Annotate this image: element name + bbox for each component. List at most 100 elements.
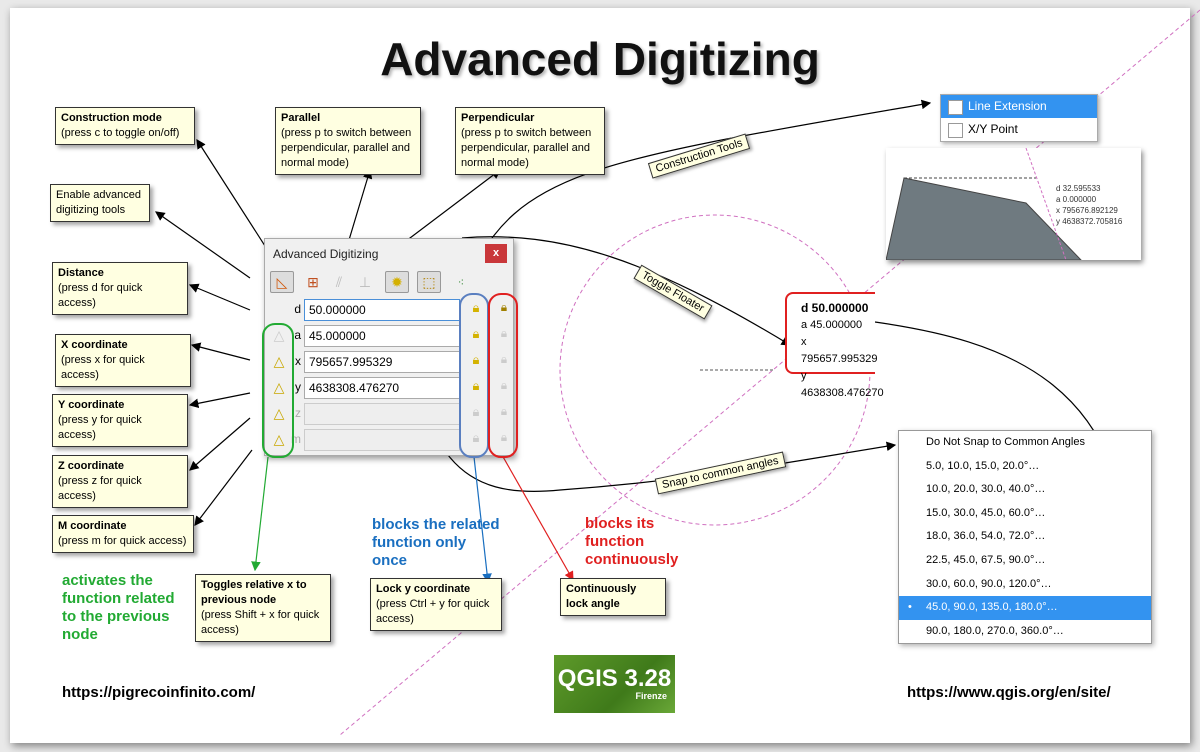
note-z-coordinate: Z coordinate (press z for quick access) [52, 455, 188, 508]
lock-icon[interactable]: 🔒︎ [472, 378, 480, 393]
coordinate-row-z: △ z 🔒︎ 🔒︎ [269, 403, 509, 425]
link-pigrecoinfinito[interactable]: https://pigrecoinfinito.com/ [62, 684, 256, 701]
snap-option[interactable]: 30.0, 60.0, 90.0, 120.0°… [926, 577, 1052, 590]
note-title: Toggles relative x to previous node [201, 579, 307, 606]
guide-line [339, 9, 1200, 736]
note-perpendicular: Perpendicular (press p to switch between … [455, 107, 605, 175]
snap-option[interactable]: 90.0, 180.0, 270.0, 360.0°… [926, 624, 1064, 637]
continuous-lock-icon[interactable]: 🔒︎ [500, 378, 508, 392]
perpendicular-icon[interactable]: ⊥ [358, 273, 372, 290]
preview-y: y 4638372.705816 [1056, 217, 1123, 226]
y-input[interactable]: 4638308.476270 [304, 377, 460, 399]
snap-option[interactable]: 45.0, 90.0, 135.0, 180.0°… [899, 596, 1151, 620]
snap-option[interactable]: 15.0, 30.0, 45.0, 60.0°… [926, 506, 1046, 519]
note-distance: Distance(press d for quick access) [52, 262, 188, 315]
callout-blue: blocks the related function only once [372, 516, 500, 569]
note-body: (press y for quick access) [58, 414, 142, 441]
field-label: z [295, 406, 301, 420]
logo-sub: Firenze [635, 691, 667, 701]
relative-toggle-icon[interactable]: △ [273, 379, 285, 395]
preview-angle: a 0.000000 [1056, 195, 1097, 204]
note-body: (press p to switch between perpendicular… [281, 127, 412, 169]
relative-toggle-icon[interactable]: △ [273, 327, 285, 343]
field-label: d [294, 302, 301, 316]
note-body: (press p to switch between perpendicular… [461, 127, 592, 169]
preview-x: x 795676.892129 [1056, 206, 1118, 215]
close-button[interactable]: x [485, 244, 507, 263]
snap-option[interactable]: 10.0, 20.0, 30.0, 40.0°… [926, 483, 1046, 496]
note-title: Construction mode [61, 112, 162, 124]
continuous-lock-icon[interactable]: 🔒︎ [500, 326, 508, 340]
link-qgis[interactable]: https://www.qgis.org/en/site/ [907, 684, 1111, 701]
lock-outline [459, 293, 489, 458]
d-input[interactable]: 50.000000 [304, 299, 460, 321]
continuous-lock-icon[interactable]: 🔒︎ [500, 404, 508, 418]
lock-icon[interactable]: 🔒︎ [472, 326, 480, 341]
note-title: Lock y coordinate [376, 583, 471, 595]
menu-item-line-extension[interactable]: Line Extension [941, 95, 1097, 118]
floater-x: x 795657.995329 [801, 336, 878, 365]
callout-red: blocks its function continuously [585, 515, 679, 568]
parallel-icon[interactable]: ⫽ [335, 273, 343, 290]
note-construction-mode: Construction mode(press c to toggle on/o… [55, 107, 195, 145]
note-title: Perpendicular [461, 112, 535, 124]
qgis-logo: QGIS 3.28 Firenze [554, 655, 675, 713]
relative-toggle-icon[interactable]: △ [273, 431, 285, 447]
lock-icon[interactable]: 🔒︎ [472, 352, 480, 367]
floater-y: y 4638308.476270 [801, 370, 884, 399]
snap-option[interactable]: 22.5, 45.0, 67.5, 90.0°… [926, 553, 1046, 566]
settings-gear-icon[interactable]: ✹ [385, 271, 409, 293]
lock-icon[interactable]: 🔒︎ [472, 404, 480, 419]
floater-angle: a 45.000000 [801, 319, 863, 331]
continuous-lock-icon[interactable]: 🔒︎ [500, 352, 508, 366]
relative-toggle-icon[interactable]: △ [273, 405, 285, 421]
x-input[interactable]: 795657.995329 [304, 351, 460, 373]
relative-toggle-icon[interactable]: △ [273, 353, 285, 369]
note-parallel: Parallel (press p to switch between perpe… [275, 107, 421, 175]
note-title: Y coordinate [58, 399, 125, 411]
field-label: y [295, 380, 301, 394]
continuous-lock-icon[interactable]: 🔒︎ [500, 430, 508, 444]
snap-option[interactable]: Do Not Snap to Common Angles [926, 436, 1085, 448]
note-title: Z coordinate [58, 460, 125, 472]
floater-panel: d 50.000000 a 45.000000 x 795657.995329 … [785, 292, 884, 399]
note-body: (press Shift + x for quick access) [201, 609, 320, 636]
menu-item-xy-point[interactable]: X/Y Point [941, 118, 1097, 141]
note-y-coordinate: Y coordinate (press y for quick access) [52, 394, 188, 447]
snap-option[interactable]: 5.0, 10.0, 15.0, 20.0°… [926, 459, 1040, 472]
note-relative: Toggles relative x to previous node (pres… [195, 574, 331, 642]
note-body: (press x for quick access) [61, 354, 145, 381]
snap-option[interactable]: 18.0, 36.0, 54.0, 72.0°… [926, 530, 1046, 543]
note-body: Enable advanced digitizing tools [56, 189, 142, 216]
note-title: Parallel [281, 112, 321, 124]
continuous-lock-icon[interactable]: 🔒︎ [500, 300, 508, 314]
construction-mode-icon[interactable]: ⊞ [307, 273, 319, 290]
note-lock-y: Lock y coordinate(press Ctrl + y for qui… [370, 578, 502, 631]
note-title: M coordinate [58, 520, 127, 532]
toggle-floater-icon[interactable]: ⬚ [417, 271, 441, 293]
note-body: (press d for quick access) [58, 282, 143, 309]
note-enable-tools: Enable advanced digitizing tools [50, 184, 150, 222]
lock-icon[interactable]: 🔒︎ [472, 300, 480, 315]
construction-tools-icon[interactable]: ⁖ [457, 276, 465, 289]
note-x-coordinate: X coordinate(press x for quick access) [55, 334, 191, 387]
page-title: Advanced Digitizing [380, 33, 820, 85]
a-input[interactable]: 45.000000 [304, 325, 460, 347]
enable-digitizing-icon[interactable]: ◺ [270, 271, 294, 293]
note-title: Continuously lock angle [566, 583, 637, 610]
note-m-coordinate: M coordinate(press m for quick access) [52, 515, 194, 553]
snap-angles-menu: Do Not Snap to Common Angles 5.0, 10.0, 1… [898, 430, 1152, 645]
preview-distance: d 32.595533 [1056, 184, 1101, 193]
preview-polygon [886, 148, 1082, 260]
field-label: x [295, 354, 301, 368]
note-body: (press z for quick access) [58, 475, 142, 502]
lock-icon[interactable]: 🔒︎ [472, 430, 480, 445]
logo-name: QGIS 3.28 [557, 665, 672, 692]
line-extension-preview: d 32.595533 a 0.000000 x 795676.892129 y… [886, 148, 1141, 260]
